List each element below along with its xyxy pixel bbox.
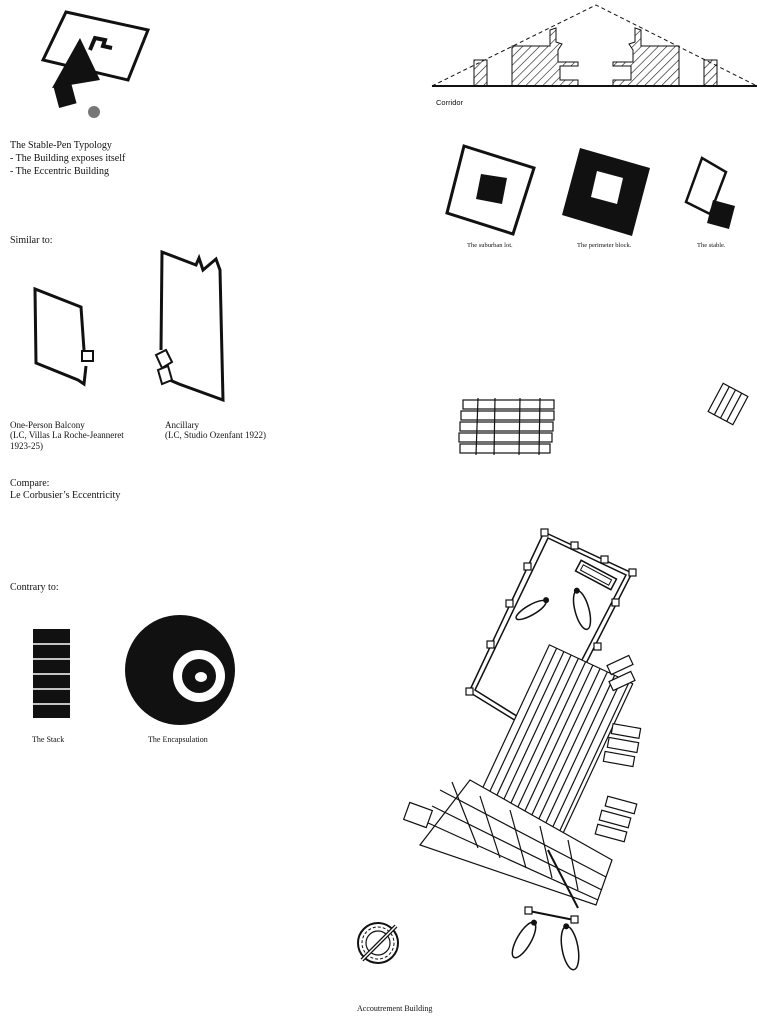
trough	[574, 559, 618, 591]
stable-pen-icon	[40, 10, 151, 118]
typology-point-1: - The Building exposes itself	[10, 153, 126, 164]
similar-heading: Similar to:	[10, 235, 53, 246]
lot-stable-label: The stable.	[697, 242, 726, 249]
compare-heading: Compare:	[10, 478, 50, 489]
ancillary-note: (LC, Studio Ozenfant 1922)	[165, 430, 266, 440]
round-basin	[357, 922, 399, 964]
contrary-heading: Contrary to:	[10, 582, 59, 593]
main-plan-caption: Accoutrement Building	[357, 1004, 433, 1013]
rod-bar	[524, 906, 579, 924]
side-plank-stubs	[594, 654, 642, 843]
encapsulation-label: The Encapsulation	[148, 735, 208, 744]
perimeter-block-diagram	[562, 148, 650, 236]
balcony-name: One-Person Balcony	[10, 420, 85, 430]
pig-figure-1	[515, 597, 550, 621]
suburban-lot-diagram	[445, 144, 536, 236]
balcony-note: (LC, Villas La Roche-Jeanneret 1923-25)	[10, 430, 124, 451]
pig-figure-3	[511, 919, 537, 959]
pen-posts	[465, 528, 637, 696]
ancillary-name: Ancillary	[165, 420, 199, 430]
lot-suburban-label: The suburban lot.	[467, 242, 513, 249]
lot-perimeter-label: The perimeter block.	[577, 242, 632, 249]
stack-diagram	[33, 629, 70, 718]
stack-label: The Stack	[32, 735, 65, 744]
corridor-label: Corridor	[436, 98, 464, 107]
encapsulation-diagram	[125, 615, 235, 725]
pig-figure-4	[560, 923, 580, 971]
pig-figure-2	[572, 587, 592, 631]
lower-plank-fan	[402, 779, 613, 909]
typology-title: The Stable-Pen Typology	[10, 140, 112, 151]
stable-diagram	[684, 156, 735, 229]
balcony-plan	[33, 286, 94, 387]
plank-mat-plan	[458, 397, 555, 456]
typology-point-2: - The Eccentric Building	[10, 166, 109, 177]
compare-text: Le Corbusier’s Eccentricity	[10, 490, 121, 501]
small-crate-plan	[707, 382, 749, 426]
corridor-section	[431, 4, 758, 87]
ancillary-plan	[154, 249, 225, 403]
